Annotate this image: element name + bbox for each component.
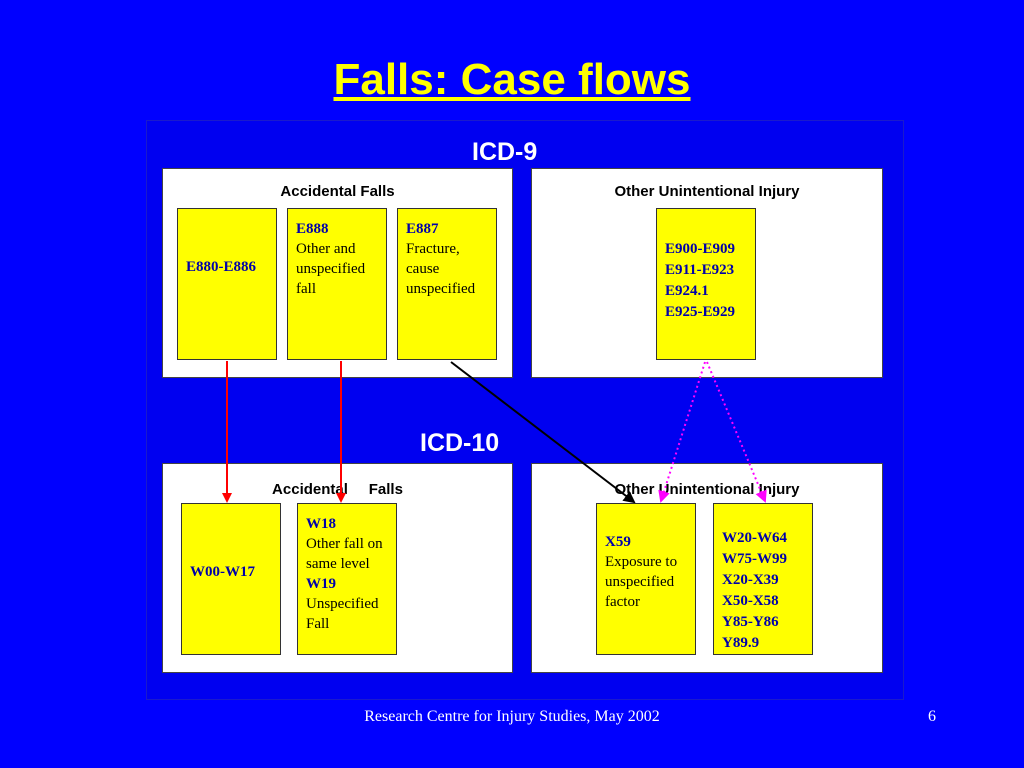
icd9-other-code: E911-E923: [665, 262, 735, 278]
icd10-title: ICD-10: [420, 429, 500, 457]
icd10-code-box-w18-w19: W18 Other fall on same level W19 Unspeci…: [297, 503, 397, 655]
icd10-other-codes-box: W20-W64 W75-W99 X20-X39 X50-X58 Y85-Y86 …: [713, 503, 813, 655]
icd10-code-w19: W19: [306, 576, 336, 592]
icd9-other-injury-title: Other Unintentional Injury: [614, 183, 800, 200]
icd10-other-injury-title: Other Unintentional Injury: [614, 481, 800, 498]
icd10-other-code: X20-X39: [722, 572, 779, 588]
icd9-code-e887: E887: [406, 221, 439, 237]
icd9-accidental-falls-title: Accidental Falls: [280, 183, 395, 200]
icd9-code-e888: E888: [296, 221, 329, 237]
icd10-other-injury-panel: Other Unintentional Injury: [531, 463, 883, 673]
icd10-code-x59: X59: [605, 534, 631, 550]
icd10-other-code: Y85-Y86: [722, 614, 779, 630]
page-number: 6: [928, 708, 936, 725]
icd9-other-codes-box: E900-E909 E911-E923 E924.1 E925-E929: [656, 208, 756, 360]
icd10-other-code: X50-X58: [722, 593, 779, 609]
icd10-code-box-w00: W00-W17: [181, 503, 281, 655]
footer-text: Research Centre for Injury Studies, May …: [364, 708, 660, 725]
icd9-code-box-e888: E888 Other and unspecified fall: [287, 208, 387, 360]
icd10-desc-x59: Exposure to unspecified factor: [605, 554, 678, 610]
icd10-accidental-falls-title: Accidental Falls: [272, 481, 403, 498]
icd9-title: ICD-9: [472, 138, 538, 166]
icd9-code-box-e880: E880-E886: [177, 208, 277, 360]
icd9-other-code: E900-E909: [665, 241, 736, 257]
icd10-desc-w19: Unspecified Fall: [306, 596, 379, 632]
icd10-other-code: Y89.9: [722, 635, 760, 651]
icd10-code-w18: W18: [306, 516, 336, 532]
icd9-other-code: E925-E929: [665, 304, 736, 320]
icd10-other-code: W75-W99: [722, 551, 787, 567]
icd10-other-code: W20-W64: [722, 530, 787, 546]
icd9-desc-e888: Other and unspecified fall: [296, 241, 366, 297]
icd9-code-box-e887: E887 Fracture, cause unspecified: [397, 208, 497, 360]
icd9-other-code: E924.1: [665, 283, 709, 299]
icd10-code-box-x59: X59 Exposure to unspecified factor: [596, 503, 696, 655]
slide-title: Falls: Case flows: [333, 55, 691, 104]
icd9-desc-e887: Fracture, cause unspecified: [406, 241, 476, 297]
icd10-code-w00: W00-W17: [190, 564, 255, 580]
icd10-desc-w18: Other fall on same level: [306, 536, 383, 572]
icd9-code-e880: E880-E886: [186, 259, 257, 275]
